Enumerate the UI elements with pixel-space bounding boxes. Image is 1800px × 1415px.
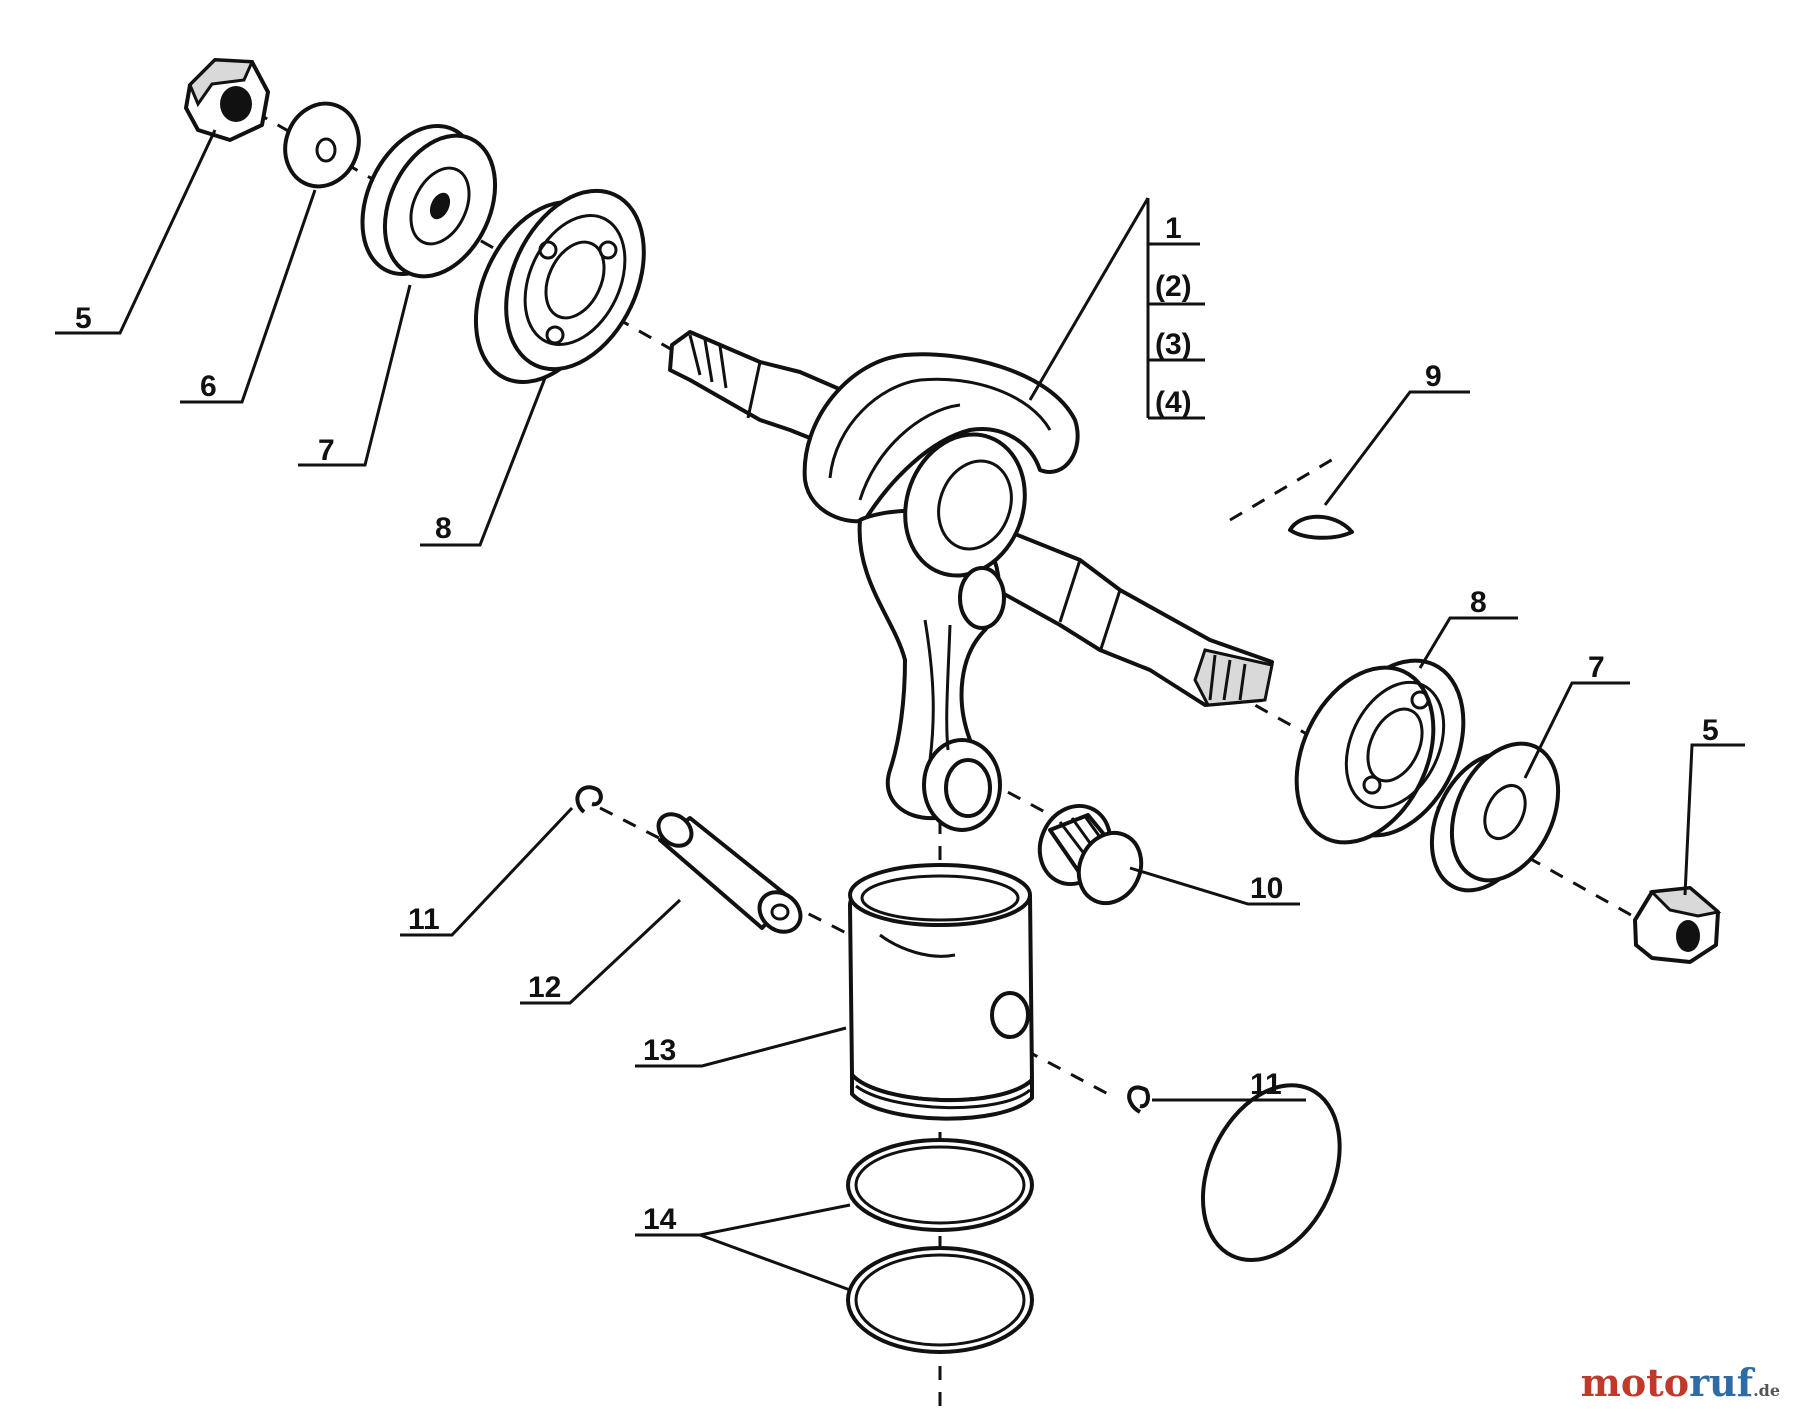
piston-ring-upper [846,1138,1034,1232]
crankshaft-assembly [668,330,1274,832]
wrist-pin [656,812,803,934]
ball-bearing-left [473,188,646,384]
circlip-lower [1127,1085,1150,1114]
callout-2: (2) [1155,270,1192,303]
shaft-seal-left [360,123,498,279]
hex-nut-right [1633,886,1722,964]
callout-3: (3) [1155,328,1192,361]
callout-5-right: 5 [1702,714,1719,747]
piston-ring-lower [846,1246,1034,1354]
callout-12: 12 [528,971,561,1004]
callout-10: 10 [1250,872,1283,905]
callout-8-left: 8 [435,512,452,545]
woodruff-key [1288,514,1354,540]
axis-wristpin-line [599,806,861,942]
circlip-upper [575,785,603,814]
callout-4: (4) [1155,386,1192,419]
callout-7-left: 7 [318,434,335,467]
leader-lines [55,129,1745,1292]
watermark-part-1: moto [1580,1360,1690,1405]
site-watermark-logo: motoruf.de [1581,1360,1780,1405]
watermark-tld: .de [1753,1381,1780,1400]
callout-14: 14 [643,1203,677,1236]
watermark-part-2: ruf [1689,1360,1754,1405]
callout-5-left: 5 [75,302,92,335]
needle-bearing [1037,804,1144,906]
shaft-seal-right [1429,741,1561,893]
washer-left [283,101,361,189]
callout-7-right: 7 [1588,651,1605,684]
callout-9: 9 [1425,360,1442,393]
axis-clip-line [1024,1048,1111,1097]
callout-13: 13 [643,1034,676,1067]
callout-8-right: 8 [1470,586,1487,619]
callout-11-right: 11 [1250,1068,1282,1101]
hex-nut-left [184,58,270,142]
axis-key-line [1229,453,1341,522]
callout-6: 6 [200,370,217,403]
piston [848,863,1034,1121]
ball-bearing-right [1200,658,1466,1263]
conrod-big-end [903,432,1027,578]
callout-11-left: 11 [408,903,440,936]
callout-1: 1 [1165,212,1182,245]
